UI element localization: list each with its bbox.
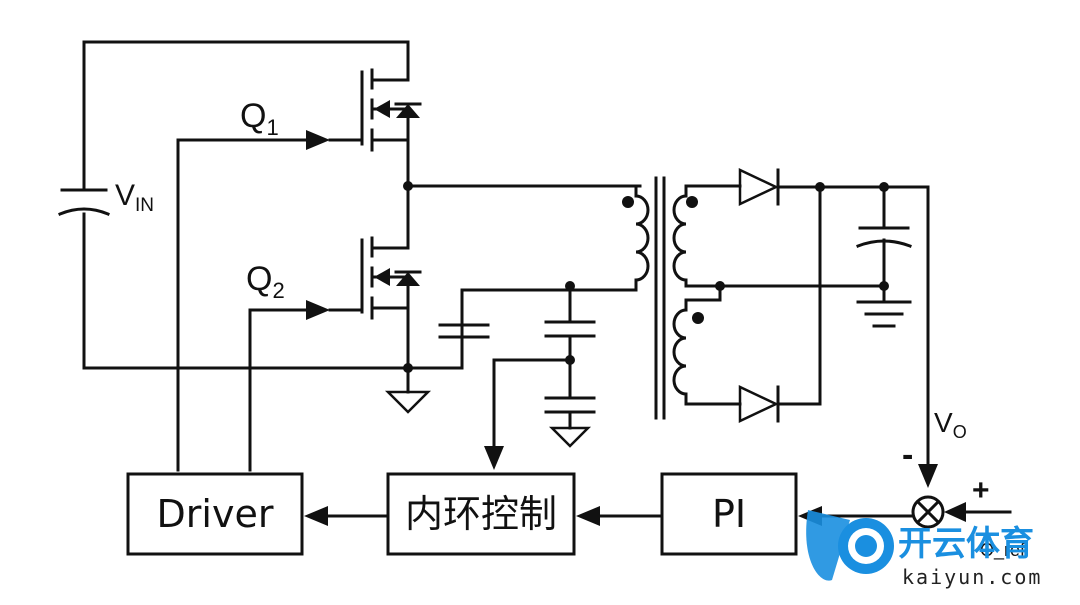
q1-label: Q1 [240, 97, 279, 140]
input-loop-wiring [82, 40, 638, 370]
vin-capacitor [58, 188, 110, 216]
q2-mosfet [360, 236, 422, 370]
vin-label: VIN [115, 179, 154, 216]
plus-sign: + [972, 474, 990, 507]
transformer-secondary-lower [672, 298, 704, 406]
vo-label: VO [934, 407, 967, 442]
q1-mosfet [360, 68, 422, 188]
inner-loop-block: 内环控制 [386, 472, 576, 556]
transformer-secondary-upper [672, 184, 698, 288]
output-capacitor [856, 185, 912, 291]
pi-label: PI [712, 492, 746, 536]
vo-feedback-path [918, 185, 938, 488]
transformer-primary-winding [622, 184, 650, 292]
center-tap [684, 281, 886, 302]
q2-gate-drive [248, 300, 364, 472]
watermark: 开云体育 kaiyun.com [806, 510, 1042, 589]
bridge-midpoint [403, 181, 642, 250]
inner-to-driver-arrow [304, 506, 390, 526]
primary-ground-symbol [384, 363, 432, 414]
resonant-capacitor [438, 288, 490, 370]
minus-sign: - [902, 436, 913, 474]
watermark-logo [806, 510, 894, 581]
output-ground-symbol [856, 284, 912, 328]
transformer-core [654, 176, 666, 420]
sense-capacitor-divider [484, 281, 596, 470]
driver-label: Driver [157, 492, 274, 536]
q2-label: Q2 [246, 260, 285, 303]
q1-gate-drive [176, 130, 364, 472]
reference-input [944, 502, 1012, 522]
inner-loop-label: 内环控制 [405, 492, 557, 536]
pi-to-inner-arrow [576, 506, 664, 526]
rectifier-diode-lower [684, 185, 822, 423]
watermark-domain: kaiyun.com [902, 565, 1042, 589]
watermark-brand: 开云体育 [898, 524, 1034, 564]
driver-block: Driver [126, 472, 304, 556]
vref-label: O_ref [980, 540, 1026, 561]
rectifier-diode-upper [684, 168, 930, 206]
pi-block: PI [660, 472, 798, 556]
summing-junction [911, 495, 945, 529]
